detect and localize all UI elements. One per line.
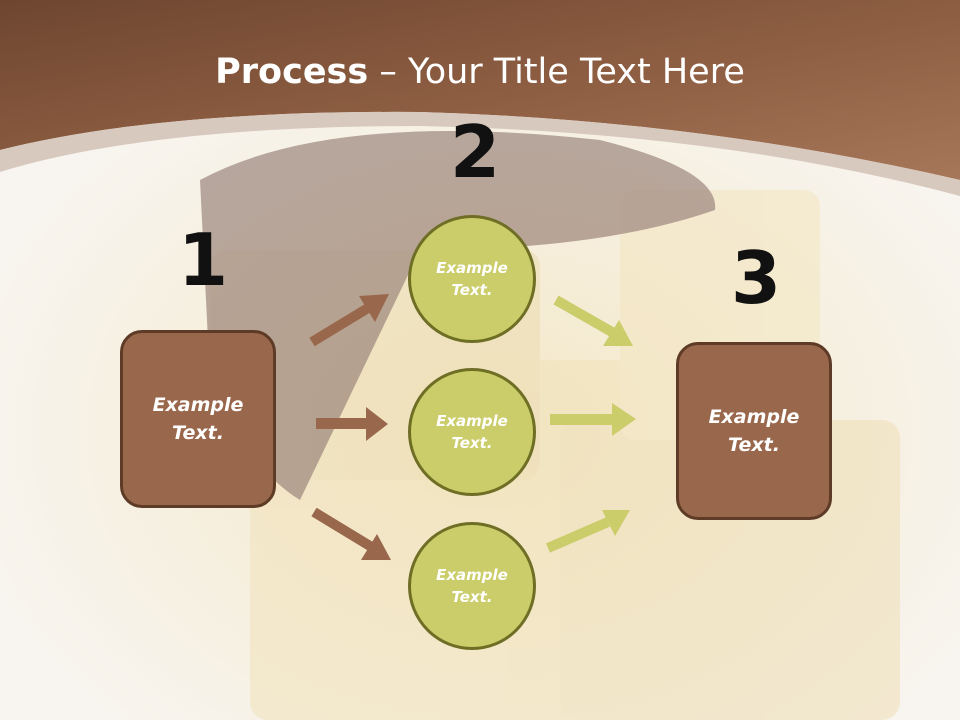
left-process-box[interactable]: Example Text. [120,330,276,508]
circle-top[interactable]: Example Text. [408,215,536,343]
arrow-top-to-right [553,295,633,346]
circle-top-text: Example Text. [436,258,508,300]
slide-title: Process – Your Title Text Here [0,52,960,92]
arrow-left-to-bottom [311,507,391,560]
circle-bottom[interactable]: Example Text. [408,522,536,650]
step-number-1: 1 [178,218,229,302]
circle-middle-text: Example Text. [436,411,508,453]
arrow-bottom-to-right [546,510,630,553]
step-number-2: 2 [450,110,501,194]
circle-middle[interactable]: Example Text. [408,368,536,496]
step-number-3: 3 [731,236,782,320]
right-process-box[interactable]: Example Text. [676,342,832,520]
arrow-left-to-mid [316,407,388,441]
arrow-left-to-top [309,294,389,347]
arrow-mid-to-right [550,403,636,436]
circle-bottom-text: Example Text. [436,565,508,607]
left-box-text: Example Text. [152,393,244,445]
title-rest-part: – Your Title Text Here [368,52,745,92]
title-bold-part: Process [215,52,369,92]
right-box-text: Example Text. [708,405,800,457]
